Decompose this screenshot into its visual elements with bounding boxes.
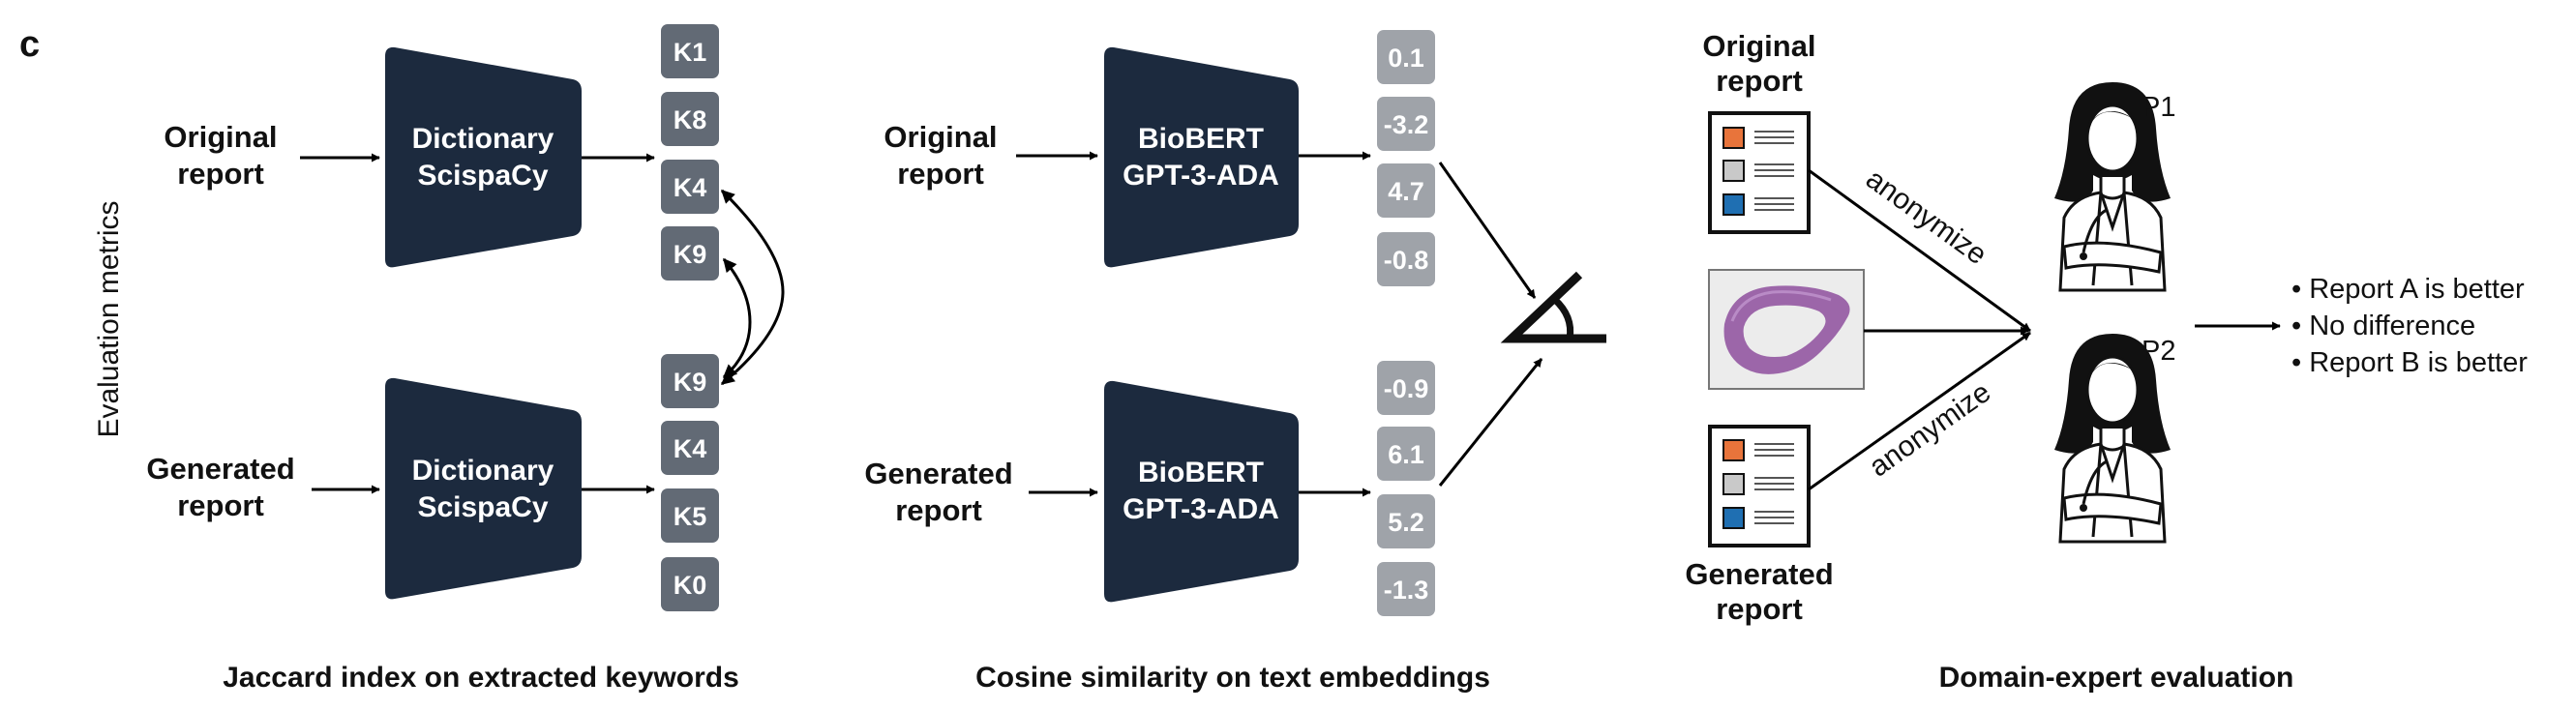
keyword-top-chip bbox=[661, 160, 719, 214]
side-label: Evaluation metrics bbox=[93, 200, 125, 437]
embedding-top-chip bbox=[1377, 232, 1435, 286]
p1-label: P1 bbox=[2142, 92, 2175, 123]
match-arrow-k4 bbox=[720, 189, 785, 386]
cosine-input-bottom-line2: report bbox=[895, 493, 982, 527]
match-arrow-k9 bbox=[722, 257, 752, 379]
jaccard-model-top-line2: ScispaCy bbox=[417, 160, 548, 192]
expert-report-top-line2: report bbox=[1716, 64, 1803, 98]
jaccard-model-bottom-line2: ScispaCy bbox=[417, 491, 548, 523]
embedding-top-chip bbox=[1377, 30, 1435, 84]
embedding-bottom-label: 5.2 bbox=[1388, 508, 1424, 537]
angle-icon bbox=[1500, 271, 1606, 343]
keyword-bottom-label: K5 bbox=[674, 502, 707, 531]
jaccard-input-bottom-line1: Generated bbox=[146, 452, 294, 486]
anonymize-arrow-top bbox=[1808, 168, 2031, 333]
cosine-model-bottom-line1: BioBERT bbox=[1138, 457, 1264, 488]
jaccard-model-box-bottom bbox=[385, 377, 582, 600]
embedding-top-label: -0.8 bbox=[1384, 246, 1429, 275]
jaccard-input-top-line1: Original bbox=[164, 120, 277, 154]
jaccard-input-top-line2: report bbox=[177, 157, 264, 191]
cosine-model-top-line2: GPT-3-ADA bbox=[1123, 160, 1279, 192]
jaccard-model-box-top bbox=[385, 46, 582, 268]
embedding-top-chip bbox=[1377, 97, 1435, 151]
cosine-caption: Cosine similarity on text embeddings bbox=[975, 662, 1490, 694]
pathologist-p2-icon bbox=[2054, 334, 2171, 544]
embedding-top-label: -3.2 bbox=[1384, 110, 1429, 139]
cosine-model-box-top bbox=[1104, 46, 1299, 268]
embedding-top-chip bbox=[1377, 163, 1435, 218]
keyword-bottom-chip bbox=[661, 488, 719, 543]
outcome-b-better: • Report B is better bbox=[2291, 347, 2528, 378]
embedding-top-label: 0.1 bbox=[1388, 44, 1424, 73]
keyword-top-chip bbox=[661, 24, 719, 78]
jaccard-input-bottom-line2: report bbox=[177, 488, 264, 522]
cosine-section: Original report Generated report BioBERT… bbox=[864, 30, 1606, 694]
keyword-top-label: K1 bbox=[674, 38, 707, 67]
keyword-bottom-label: K4 bbox=[674, 434, 707, 463]
cosine-model-top-line1: BioBERT bbox=[1138, 123, 1264, 155]
keyword-top-label: K9 bbox=[674, 240, 707, 269]
pathologist-p1-icon bbox=[2054, 82, 2171, 292]
cosine-input-top-line1: Original bbox=[884, 120, 997, 154]
jaccard-model-top-line1: Dictionary bbox=[412, 123, 554, 155]
keyword-bottom-label: K0 bbox=[674, 571, 707, 600]
cosine-input-top-line2: report bbox=[897, 157, 984, 191]
embedding-top-group: 0.1 -3.2 4.7 -0.8 bbox=[1377, 30, 1435, 286]
jaccard-caption: Jaccard index on extracted keywords bbox=[223, 662, 739, 694]
histology-slide-image bbox=[1708, 269, 1865, 390]
cosine-model-box-bottom bbox=[1104, 380, 1299, 603]
expert-report-top-line1: Original bbox=[1702, 29, 1815, 63]
jaccard-model-bottom-line1: Dictionary bbox=[412, 455, 554, 487]
cosine-input-bottom-line1: Generated bbox=[864, 457, 1012, 490]
embedding-bottom-chip bbox=[1377, 361, 1435, 415]
embedding-bottom-label: -0.9 bbox=[1384, 374, 1429, 403]
embedding-bottom-chip bbox=[1377, 427, 1435, 481]
expert-section: Original report bbox=[1685, 29, 2528, 694]
original-report-document-icon bbox=[1708, 111, 1811, 234]
anonymize-arrow-bottom bbox=[1808, 331, 2031, 491]
cosine-arrow-to-angle-bottom bbox=[1438, 358, 1543, 487]
cosine-model-bottom-line2: GPT-3-ADA bbox=[1123, 493, 1279, 525]
p2-label: P2 bbox=[2142, 336, 2175, 367]
anonymize-label-bottom: anonymize bbox=[1864, 376, 1996, 484]
expert-report-bottom-line1: Generated bbox=[1685, 557, 1833, 591]
keyword-bottom-chip bbox=[661, 354, 719, 408]
outcome-a-better: • Report A is better bbox=[2291, 274, 2525, 305]
keyword-bottom-chip bbox=[661, 557, 719, 611]
embedding-bottom-label: -1.3 bbox=[1384, 576, 1429, 605]
keyword-bottom-chip bbox=[661, 421, 719, 475]
jaccard-section: Original report Generated report Diction… bbox=[146, 24, 785, 694]
embedding-bottom-chip bbox=[1377, 562, 1435, 616]
expert-report-bottom-line2: report bbox=[1716, 592, 1803, 626]
keyword-top-label: K8 bbox=[674, 105, 707, 134]
embedding-bottom-chip bbox=[1377, 494, 1435, 548]
keyword-top-label: K4 bbox=[674, 173, 707, 202]
embedding-top-label: 4.7 bbox=[1388, 177, 1424, 206]
embedding-bottom-group: -0.9 6.1 5.2 -1.3 bbox=[1377, 361, 1435, 616]
generated-report-document-icon bbox=[1708, 425, 1811, 547]
keyword-top-chip bbox=[661, 226, 719, 281]
outcome-no-difference: • No difference bbox=[2291, 311, 2475, 341]
cosine-arrow-to-angle-top bbox=[1438, 162, 1537, 299]
keyword-top-chip bbox=[661, 92, 719, 146]
expert-caption: Domain-expert evaluation bbox=[1939, 662, 2294, 694]
keyword-bottom-label: K9 bbox=[674, 368, 707, 397]
embedding-bottom-label: 6.1 bbox=[1388, 440, 1424, 469]
panel-label: c bbox=[19, 24, 40, 65]
